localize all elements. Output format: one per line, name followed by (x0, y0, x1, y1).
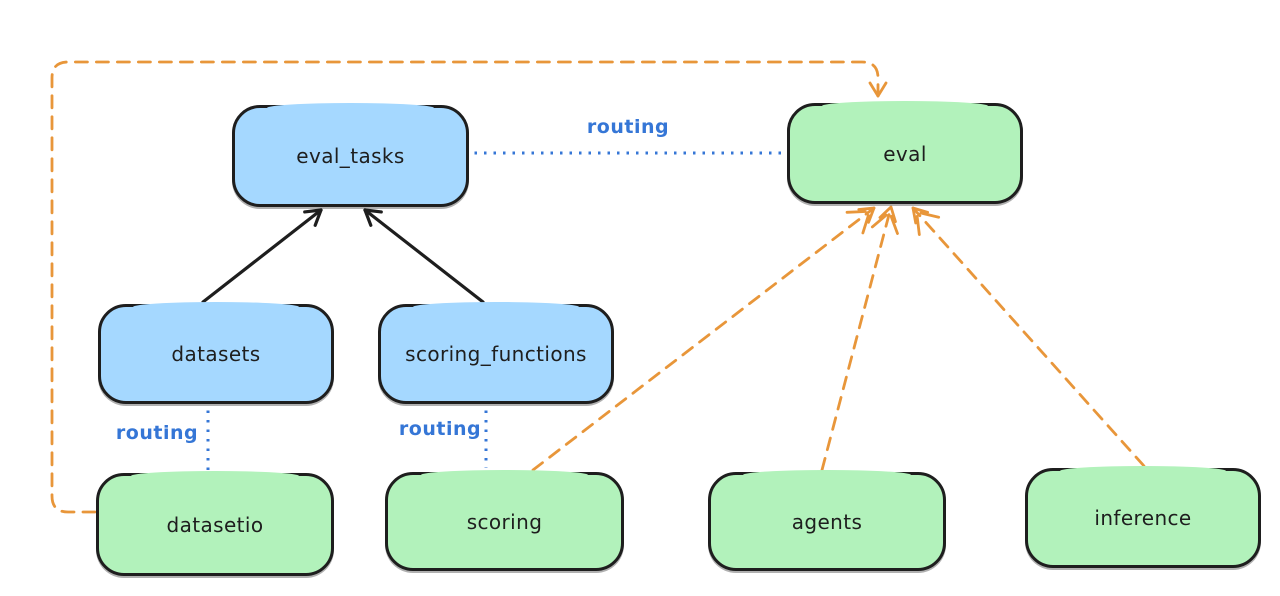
node-scoring-label: scoring (466, 509, 543, 534)
node-inference-label: inference (1094, 506, 1192, 530)
node-scoring-functions: scoring_functions (378, 302, 614, 404)
edge-datasets-to-eval-tasks (201, 208, 323, 304)
node-agents-label: agents (791, 509, 863, 534)
node-inference: inference (1025, 466, 1261, 568)
routing-label-datasets-datasetio: routing (115, 422, 199, 444)
node-datasetio-label: datasetio (166, 512, 264, 537)
edge-datasetio-to-eval-loop (50, 60, 888, 514)
routing-label-scoring-functions-scoring: routing (398, 418, 482, 440)
node-scoring: scoring (385, 470, 624, 571)
node-eval-tasks: eval_tasks (232, 103, 469, 207)
node-datasets-label: datasets (171, 342, 261, 366)
node-datasetio: datasetio (96, 471, 334, 576)
node-eval-label: eval (883, 141, 927, 166)
node-agents: agents (708, 470, 946, 571)
node-eval-tasks-label: eval_tasks (296, 144, 405, 168)
node-eval: eval (787, 101, 1023, 204)
node-datasets: datasets (98, 302, 334, 404)
edge-scoring-to-eval (531, 206, 876, 472)
node-scoring-functions-label: scoring_functions (405, 342, 587, 366)
edge-inference-to-eval (911, 206, 1146, 468)
edge-scoring-functions-to-eval-tasks (363, 208, 485, 304)
edge-agents-to-eval (820, 205, 899, 472)
routing-label-eval-tasks-eval: routing (586, 116, 670, 138)
